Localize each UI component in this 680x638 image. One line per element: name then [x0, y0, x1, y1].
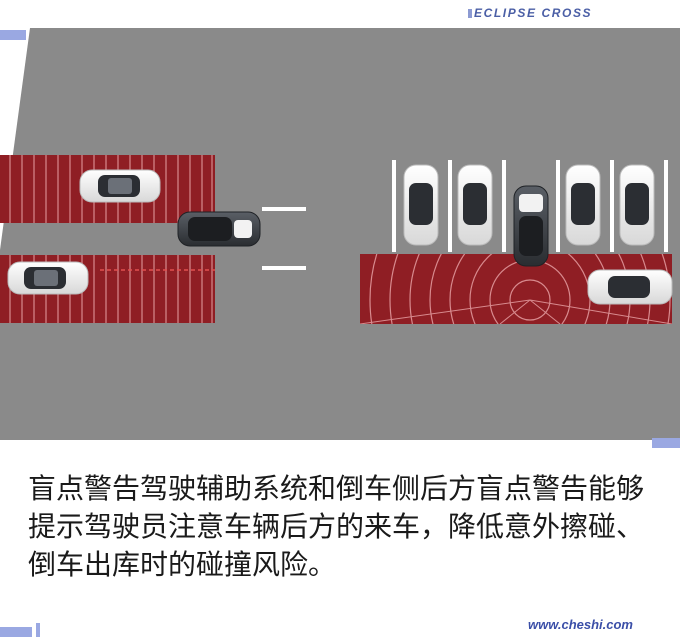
approaching-car: [587, 269, 673, 305]
parking-lines: [392, 160, 668, 252]
footer-accent: [36, 623, 40, 637]
caption-text: 盲点警告驾驶辅助系统和倒车侧后方盲点警告能够提示驾驶员注意车辆后方的来车，降低意…: [28, 472, 645, 581]
car-white-top: [79, 169, 161, 203]
footer-accent: [0, 627, 32, 637]
lane-marking: [262, 207, 306, 211]
parked-car: [403, 164, 439, 246]
car-dark-middle: [177, 211, 261, 247]
brand-accent: [468, 9, 472, 18]
parked-car: [565, 164, 601, 246]
footer-bar: [0, 619, 680, 638]
brand-model: ECLIPSE CROSS: [474, 6, 593, 20]
reversing-car-dark: [513, 185, 549, 267]
footer-url: www.cheshi.com: [528, 617, 633, 632]
road-surface: [0, 28, 680, 440]
corner-accent: [652, 438, 680, 448]
lane-marking: [262, 266, 306, 270]
car-white-bottom: [7, 261, 89, 295]
parked-car: [619, 164, 655, 246]
scene-illustration: [0, 28, 680, 440]
corner-accent: [0, 30, 26, 40]
parked-car: [457, 164, 493, 246]
